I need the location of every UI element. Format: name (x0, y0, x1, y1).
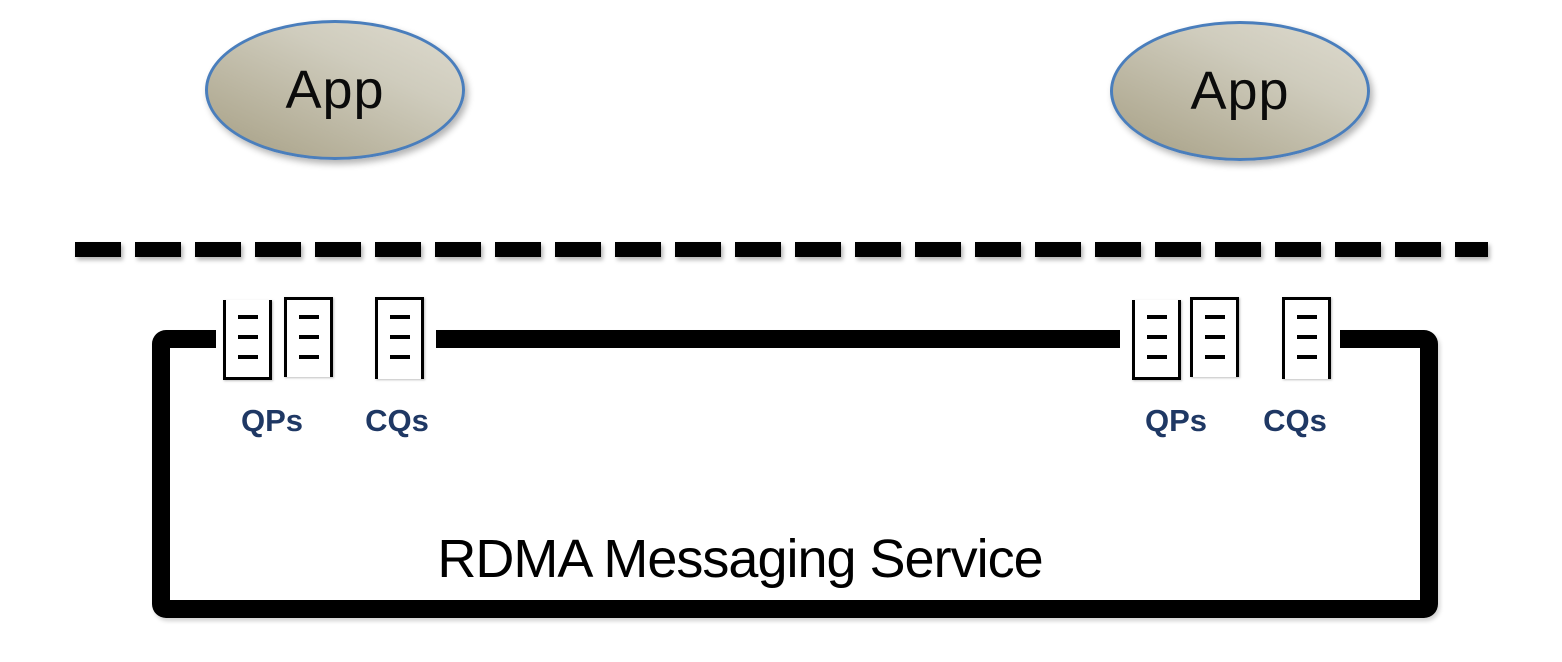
queue-pair-icon (1190, 297, 1239, 377)
queue-slot (298, 315, 319, 319)
app-node-left: App (205, 20, 465, 160)
queue-slot (298, 355, 319, 359)
cqs-label-right: CQs (1263, 403, 1327, 438)
cqs-label-left: CQs (365, 403, 429, 438)
app-label: App (285, 60, 385, 120)
queue-slot (1204, 355, 1225, 359)
app-node-right: App (1110, 21, 1370, 161)
qps-label-right: QPs (1144, 403, 1208, 438)
completion-queue-icon (1282, 297, 1331, 379)
rdma-service-box (152, 330, 1438, 618)
queue-slot (1146, 315, 1167, 319)
qps-label-left: QPs (240, 403, 304, 438)
queue-slot (1204, 335, 1225, 339)
queue-slot (1296, 355, 1317, 359)
queue-slot (389, 315, 410, 319)
queue-slot (1296, 315, 1317, 319)
queue-pair-icon (223, 300, 272, 380)
completion-queue-icon (375, 297, 424, 379)
queue-slot (298, 335, 319, 339)
queue-slot (237, 315, 258, 319)
queue-slot (237, 335, 258, 339)
queue-slot (1204, 315, 1225, 319)
queue-pair-icon (1132, 300, 1181, 380)
apps-service-dashed-separator (75, 242, 1488, 257)
app-label: App (1190, 61, 1290, 121)
queue-slot (1296, 335, 1317, 339)
queue-slot (389, 335, 410, 339)
queue-slot (389, 355, 410, 359)
queue-slot (1146, 335, 1167, 339)
queue-slot (1146, 355, 1167, 359)
queue-slot (237, 355, 258, 359)
service-box-title: RDMA Messaging Service (437, 529, 1043, 589)
queue-pair-icon (284, 297, 333, 377)
